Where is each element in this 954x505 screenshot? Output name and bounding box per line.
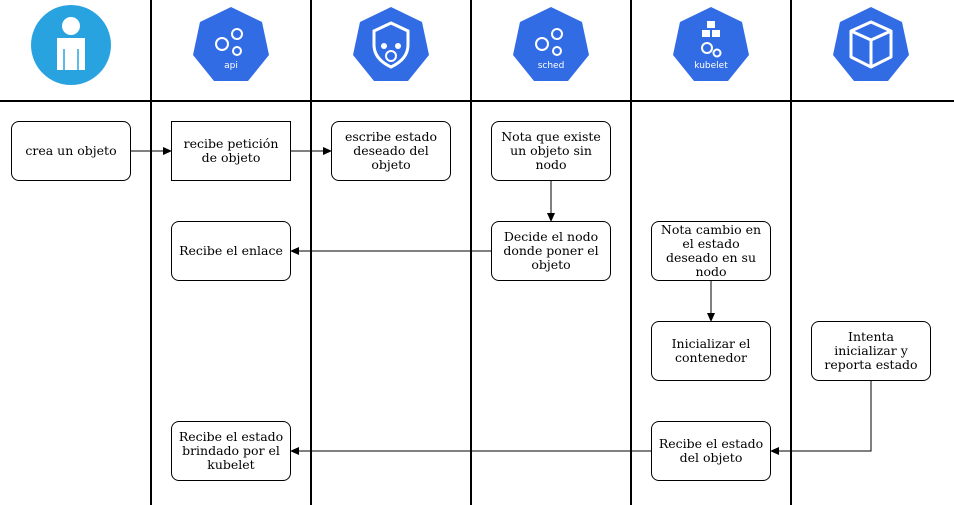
kubernetes-kubelet-icon: kubelet: [673, 7, 749, 81]
step-etcd-write-state: escribe estado deseado del objeto: [331, 121, 451, 181]
step-create-object: crea un objeto: [11, 121, 131, 181]
step-api-receive-status: Recibe el estado brindado por el kubelet: [171, 421, 291, 481]
step-kubelet-init-container: Inicializar el contenedor: [651, 321, 771, 381]
step-label: Nota cambio en el estado deseado en su n…: [660, 222, 762, 279]
kubernetes-api-icon: api: [193, 7, 269, 81]
kubernetes-etcd-icon: [353, 7, 429, 81]
step-kubelet-notice: Nota cambio en el estado deseado en su n…: [651, 221, 771, 281]
svg-text:kubelet: kubelet: [694, 61, 728, 71]
step-label: crea un objeto: [25, 143, 117, 158]
kubernetes-scheduler-icon: sched: [513, 7, 589, 81]
arrow-container-to-kubelet: [770, 381, 872, 455]
container-cube-icon: [833, 7, 909, 81]
step-label: escribe estado deseado del objeto: [345, 129, 437, 172]
step-sched-decide-node: Decide el nodo donde poner el objeto: [491, 221, 611, 281]
svg-text:api: api: [224, 61, 238, 71]
step-container-init-report: Intenta inicializar y reporta estado: [811, 321, 931, 381]
step-label: recibe petición de objeto: [183, 136, 279, 165]
step-label: Decide el nodo donde poner el objeto: [503, 229, 599, 272]
step-label: Inicializar el contenedor: [671, 336, 751, 365]
step-label: Intenta inicializar y reporta estado: [824, 329, 918, 372]
step-api-receive-request: recibe petición de objeto: [171, 121, 291, 181]
step-label: Recibe el estado brindado por el kubelet: [178, 429, 284, 472]
user-icon: [31, 5, 111, 85]
step-kubelet-receive-status: Recibe el estado del objeto: [651, 421, 771, 481]
svg-text:sched: sched: [538, 61, 565, 71]
step-label: Recibe el enlace: [179, 243, 283, 258]
step-api-receive-binding: Recibe el enlace: [171, 221, 291, 281]
step-sched-notice: Nota que existe un objeto sin nodo: [491, 121, 611, 181]
step-label: Recibe el estado del objeto: [658, 436, 764, 465]
step-label: Nota que existe un objeto sin nodo: [501, 129, 601, 172]
